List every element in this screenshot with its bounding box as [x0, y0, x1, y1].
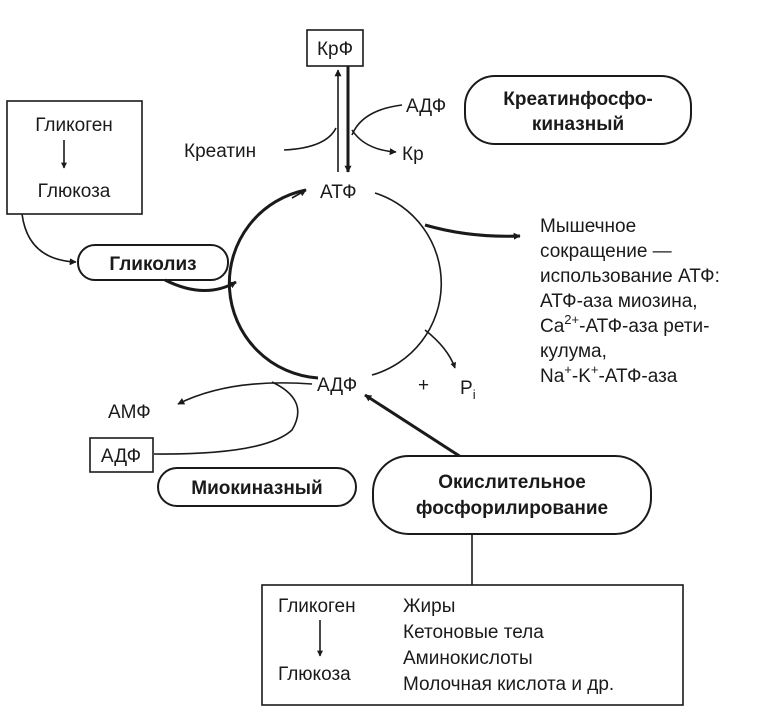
- krf-label: КрФ: [317, 39, 353, 60]
- substrate-glycogen: Гликоген: [278, 596, 356, 617]
- adf-to-reaction-line: [351, 104, 403, 136]
- substrate-glucose: Глюкоза: [278, 664, 351, 685]
- muscle-line7: Na+-K+-АТФ-аза: [540, 362, 678, 387]
- muscle-line2: сокращение —: [540, 241, 672, 262]
- amf-label: АМФ: [108, 402, 151, 423]
- glycogen-label: Гликоген: [35, 115, 113, 136]
- muscle-line3: использование АТФ:: [540, 266, 720, 287]
- substrate-item-fats: Жиры: [403, 596, 455, 617]
- glycolysis-to-cycle-arrow: [164, 278, 237, 292]
- adf-box-label: АДФ: [101, 446, 141, 467]
- glycolysis-pill: [77, 244, 229, 281]
- kreatin-label: Креатин: [184, 141, 256, 162]
- pi-release-arrow: [424, 329, 457, 369]
- glucose-to-glycolysis-arrow: [21, 213, 77, 266]
- adf-top-label: АДФ: [406, 96, 446, 117]
- creatine-kinase-line2: киназный: [532, 114, 624, 135]
- glycogen-glucose-box: [6, 100, 143, 215]
- substrate-item-amino-acids: Аминокислоты: [403, 648, 533, 669]
- muscle-line7-na: Na: [540, 366, 565, 387]
- muscle-line7-sup1: +: [564, 362, 572, 377]
- kreatin-to-reaction-line: [283, 127, 337, 151]
- oxidative-line2: фосфорилирование: [416, 498, 608, 519]
- p-label: Pi: [460, 378, 476, 402]
- cycle-arc-left: [227, 188, 319, 380]
- glycolysis-label: Гликолиз: [109, 254, 196, 275]
- muscle-line5-sup: 2+: [564, 312, 579, 327]
- substrates-box: [261, 584, 684, 706]
- adf-to-amf-arrow: [177, 382, 313, 405]
- adf-center-label: АДФ: [317, 375, 357, 396]
- substrate-item-lactic-acid: Молочная кислота и др.: [403, 674, 614, 695]
- oxidative-pill: [372, 455, 652, 535]
- atf-label: АТФ: [320, 182, 357, 203]
- kr-label: Кр: [402, 144, 424, 165]
- creatine-kinase-line1: Креатинфосфо-: [503, 89, 652, 110]
- myokinase-label: Миокиназный: [191, 478, 322, 499]
- muscle-line1: Мышечное: [540, 216, 636, 237]
- myokinase-pill: [157, 467, 357, 507]
- oxidative-line1: Окислительное: [438, 472, 586, 493]
- muscle-line7-sup2: +: [591, 362, 599, 377]
- plus-sign: +: [418, 375, 429, 396]
- muscle-line5-ca: Ca: [540, 316, 565, 337]
- p-main: P: [460, 378, 473, 399]
- reaction-to-kr-arrow: [351, 129, 397, 156]
- cycle-arrow-to-atf: [291, 189, 307, 199]
- creatine-kinase-pill: [464, 75, 692, 145]
- adf-box: [89, 437, 154, 473]
- muscle-line4: АТФ-аза миозина,: [540, 291, 698, 312]
- krf-box: [306, 29, 364, 67]
- myokinase-loop: [153, 381, 299, 455]
- cycle-arc-right: [371, 192, 443, 376]
- substrate-item-ketones: Кетоновые тела: [403, 622, 544, 643]
- glucose-label: Глюкоза: [38, 181, 111, 202]
- muscle-line5-rest: -АТФ-аза рети-: [579, 316, 709, 337]
- muscle-line5: Ca2+-АТФ-аза рети-: [540, 312, 709, 337]
- muscle-line6: кулума,: [540, 341, 607, 362]
- muscle-line7-rest: -АТФ-аза: [598, 366, 677, 387]
- atf-to-muscle-arrow: [424, 223, 521, 240]
- p-subscript: i: [473, 387, 476, 402]
- muscle-line7-k: -K: [572, 366, 591, 387]
